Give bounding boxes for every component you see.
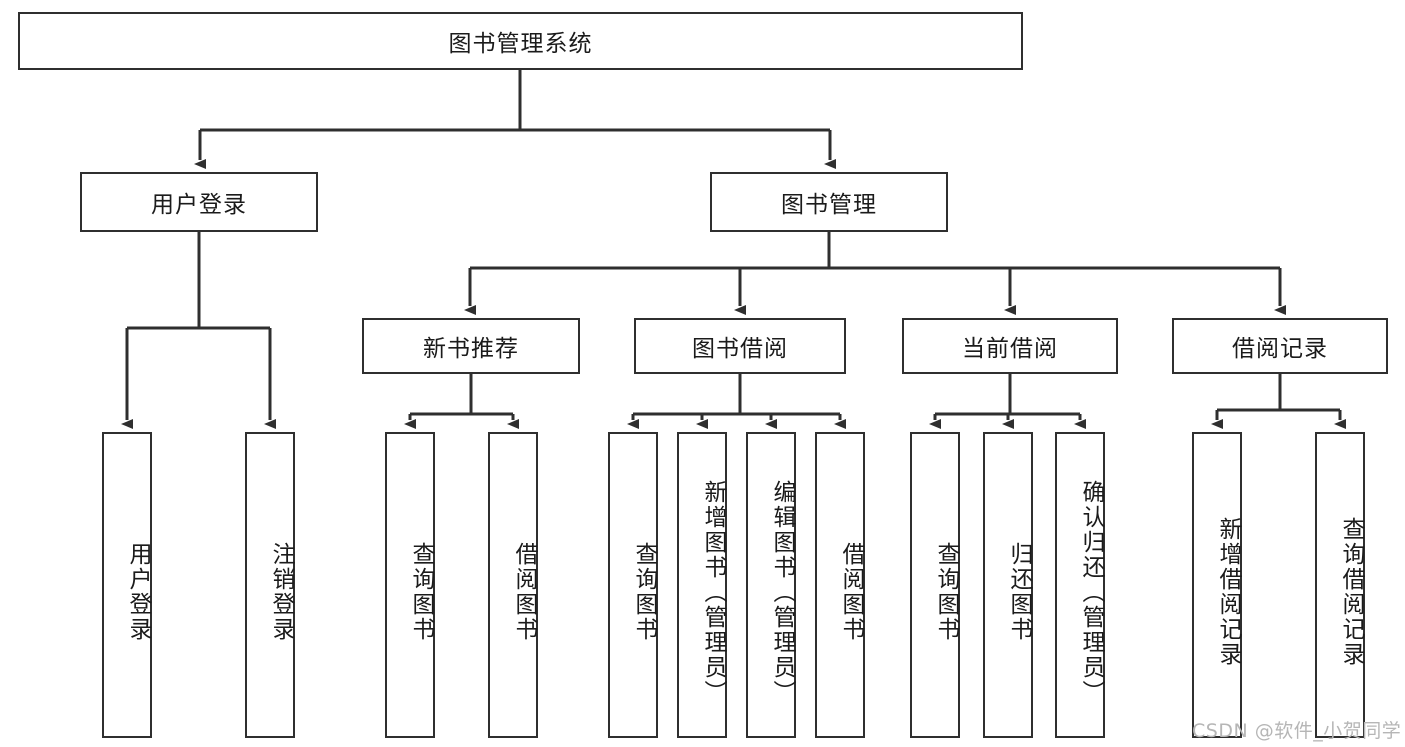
- leaf-user-login-label: 用户登录: [125, 542, 151, 642]
- leaf-borrow-book-newbook[interactable]: 借阅图书: [488, 432, 538, 738]
- leaf-borrow-book[interactable]: 借阅图书: [815, 432, 865, 738]
- leaf-query-book-current[interactable]: 查询图书: [910, 432, 960, 738]
- leaf-query-borrow-record-label: 查询借阅记录: [1338, 517, 1364, 667]
- leaf-add-book-admin[interactable]: 新增图书（管理员）: [677, 432, 727, 738]
- node-user-login[interactable]: 用户登录: [80, 172, 318, 232]
- node-new-book-recommend[interactable]: 新书推荐: [362, 318, 580, 374]
- leaf-query-book-borrow[interactable]: 查询图书: [608, 432, 658, 738]
- leaf-add-borrow-record-label: 新增借阅记录: [1215, 517, 1241, 667]
- leaf-confirm-return-admin-label: 确认归还（管理员）: [1078, 479, 1104, 705]
- leaf-query-book-newbook[interactable]: 查询图书: [385, 432, 435, 738]
- node-root-label: 图书管理系统: [448, 31, 593, 57]
- leaf-edit-book-admin[interactable]: 编辑图书（管理员）: [746, 432, 796, 738]
- leaf-add-borrow-record[interactable]: 新增借阅记录: [1192, 432, 1242, 738]
- node-borrow-record[interactable]: 借阅记录: [1172, 318, 1388, 374]
- leaf-confirm-return-admin[interactable]: 确认归还（管理员）: [1055, 432, 1105, 738]
- leaf-borrow-book-label: 借阅图书: [838, 542, 864, 642]
- leaf-query-book-borrow-label: 查询图书: [631, 542, 657, 642]
- leaf-return-book-label: 归还图书: [1006, 542, 1032, 642]
- node-book-borrow-label: 图书借阅: [692, 336, 788, 362]
- leaf-borrow-book-newbook-label: 借阅图书: [511, 542, 537, 642]
- node-book-borrow[interactable]: 图书借阅: [634, 318, 846, 374]
- node-current-borrow[interactable]: 当前借阅: [902, 318, 1118, 374]
- leaf-query-book-newbook-label: 查询图书: [408, 542, 434, 642]
- node-new-book-recommend-label: 新书推荐: [423, 336, 519, 362]
- leaf-add-book-admin-label: 新增图书（管理员）: [700, 479, 726, 705]
- node-borrow-record-label: 借阅记录: [1232, 336, 1328, 362]
- node-current-borrow-label: 当前借阅: [962, 336, 1058, 362]
- node-root[interactable]: 图书管理系统: [18, 12, 1023, 70]
- node-book-management[interactable]: 图书管理: [710, 172, 948, 232]
- leaf-query-book-current-label: 查询图书: [933, 542, 959, 642]
- leaf-return-book[interactable]: 归还图书: [983, 432, 1033, 738]
- leaf-user-login[interactable]: 用户登录: [102, 432, 152, 738]
- leaf-edit-book-admin-label: 编辑图书（管理员）: [769, 479, 795, 705]
- leaf-query-borrow-record[interactable]: 查询借阅记录: [1315, 432, 1365, 738]
- leaf-logout-label: 注销登录: [268, 542, 294, 642]
- csdn-watermark: CSDN @软件_小贺同学: [1192, 720, 1402, 742]
- node-user-login-label: 用户登录: [151, 192, 247, 218]
- node-book-management-label: 图书管理: [781, 192, 877, 218]
- leaf-logout[interactable]: 注销登录: [245, 432, 295, 738]
